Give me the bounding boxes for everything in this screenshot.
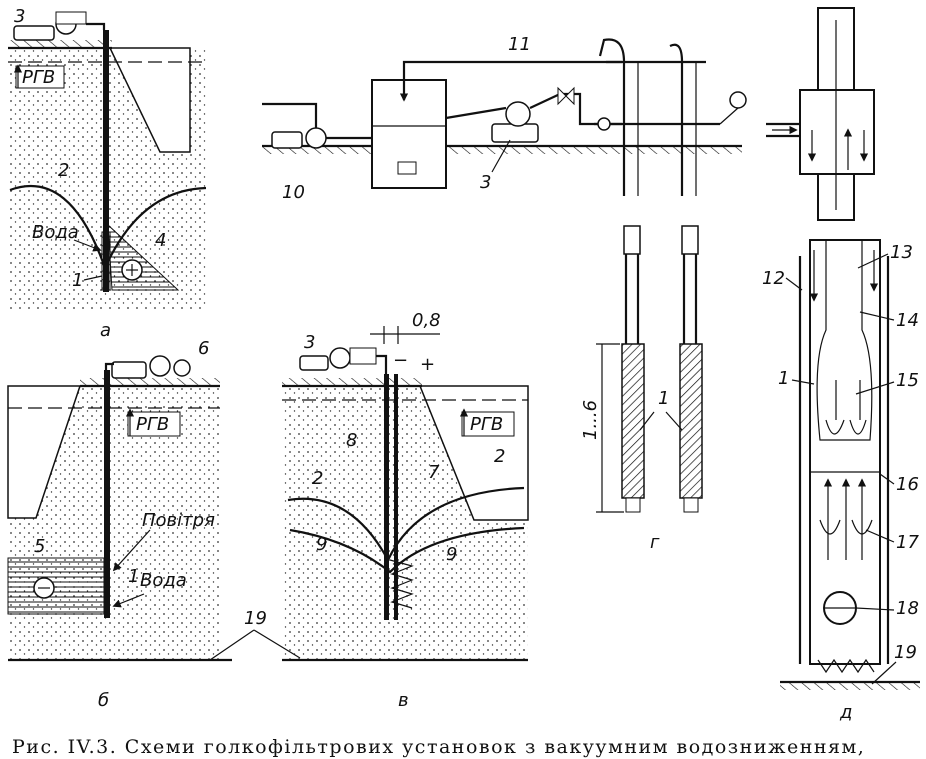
label-19: 19: [894, 642, 917, 663]
label-7: 7: [428, 462, 440, 483]
filter-right: [679, 343, 703, 499]
label-1: 1: [128, 566, 139, 587]
label-16: 16: [896, 474, 919, 495]
rgv-box: [15, 65, 65, 89]
wellpoint-1: [103, 30, 109, 292]
pump-motor-10: [262, 102, 372, 149]
valve-15: [825, 419, 867, 435]
excavation: [7, 385, 82, 519]
panel-a: РГВ 3 2 4 1 Вода а: [8, 6, 207, 341]
ground-hatch: [8, 40, 112, 48]
pump-unit-3: [13, 11, 106, 41]
pump-unit-3: [299, 347, 388, 374]
label-13: 13: [890, 242, 913, 263]
riser-pipe-left: [598, 38, 626, 196]
rgv-box: [127, 411, 181, 437]
filter-left: [621, 343, 645, 499]
depression-curve-9: [289, 526, 525, 574]
label-9b: 9: [446, 544, 457, 565]
label-6: 6: [198, 338, 209, 359]
label-2: 2: [58, 160, 69, 181]
wellpoint-1: [104, 370, 110, 618]
label-8: 8: [346, 430, 357, 451]
panel-letter-g: г: [650, 532, 660, 553]
ground-hatch: [262, 146, 742, 154]
label-1: 1: [658, 388, 669, 409]
casing-7: [394, 374, 398, 620]
label-9: 9: [316, 534, 327, 555]
minus-sign: −: [393, 350, 408, 371]
filter-segment: [389, 559, 414, 609]
label-3: 3: [304, 332, 315, 353]
label-1: 1: [72, 270, 83, 291]
label-18: 18: [896, 598, 919, 619]
panel-letter-b: б: [98, 690, 109, 711]
label-povitrya: Повітря: [142, 510, 215, 531]
label-10: 10: [282, 182, 305, 203]
tip-teeth: [817, 658, 875, 674]
diagram-figure: РГВ 3 2 4 1 Вода а РГВ 6 5 Повітря: [7, 6, 920, 723]
label-5: 5: [34, 536, 45, 557]
filter-segment: [101, 231, 111, 291]
dim-0-8: 0,8: [412, 310, 441, 331]
wellpoint-8: [384, 374, 389, 620]
dim-1-6: 1...6: [580, 400, 601, 440]
pump-unit-6: [104, 355, 191, 379]
label-3: 3: [480, 172, 491, 193]
label-2b: 2: [494, 446, 505, 467]
panel-g: 1...6 1 г: [580, 225, 703, 553]
label-4: 4: [155, 230, 166, 251]
riser-pipe-right: [669, 43, 684, 196]
label-2: 2: [312, 468, 323, 489]
figure-caption: Рис. IV.3. Схеми голкофільтрових установ…: [12, 736, 866, 758]
rgv-label: РГВ: [22, 67, 55, 88]
coupling: [799, 89, 875, 175]
label-17: 17: [896, 532, 919, 553]
rgv-label: РГВ: [136, 414, 169, 435]
panel-letter-v: в: [398, 690, 409, 711]
panel-letter-d: д: [839, 702, 852, 723]
label-voda: Вода: [140, 570, 187, 591]
plus-sign: +: [420, 354, 435, 375]
inner-tube-14: [816, 240, 873, 441]
excavation: [108, 47, 191, 153]
label-3: 3: [14, 6, 25, 27]
panel-d: 13 12 14 1 15 16 17 18 19 д: [762, 7, 920, 723]
rgv-label: РГВ: [470, 414, 503, 435]
vacuum-gauge-icon: [729, 91, 747, 109]
panel-b: РГВ 6 5 Повітря 1 Вода б: [7, 338, 232, 711]
water-zone-5: [7, 557, 105, 615]
label-15: 15: [896, 370, 919, 391]
ground-hatch: [80, 378, 220, 386]
ground-hatch: [282, 378, 422, 386]
panel-v: 0,8 − + РГВ 19 3 8 7 2 2 9 9 в: [209, 310, 529, 711]
label-11: 11: [508, 34, 531, 55]
label-14: 14: [896, 310, 919, 331]
panel-letter-a: а: [100, 320, 111, 341]
label-12: 12: [762, 268, 785, 289]
system-top: 11 10 3: [262, 34, 747, 203]
rgv-box: [461, 411, 515, 437]
vacuum-pump-3: [445, 86, 622, 143]
label-19: 19: [244, 608, 267, 629]
label-voda: Вода: [32, 222, 79, 243]
label-1: 1: [778, 368, 789, 389]
